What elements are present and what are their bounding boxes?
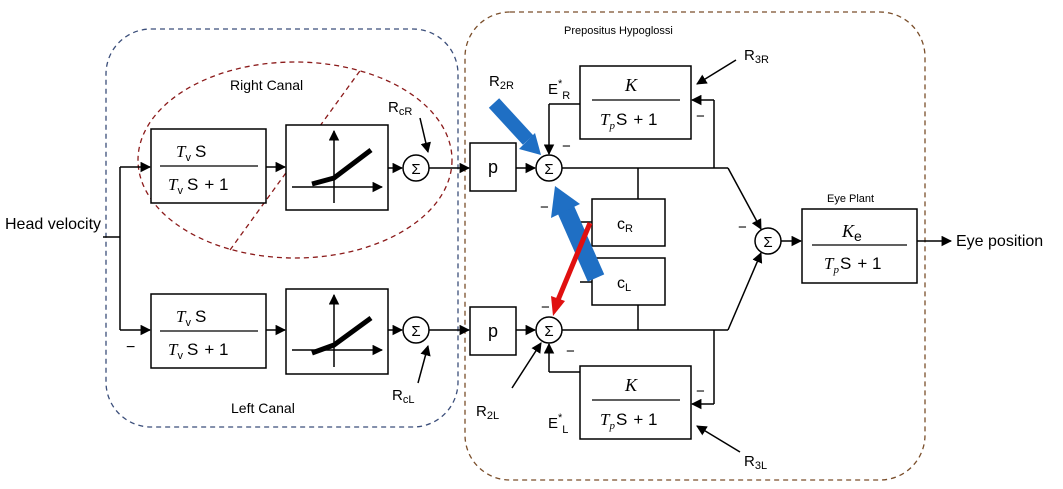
e-star-l-label: E*L xyxy=(548,412,568,436)
cr-label: cR xyxy=(617,216,633,235)
left-ph-sum-symbol: Σ xyxy=(544,323,553,340)
eye-plant-label: Eye Plant xyxy=(827,193,874,205)
canal-region-boundary xyxy=(105,28,459,428)
cl-box xyxy=(591,257,666,306)
right-canal-sum-symbol: Σ xyxy=(411,161,420,178)
right-ph-sum-minus: − xyxy=(540,199,549,216)
right-canal-ellipse xyxy=(137,61,453,259)
left-canal-label: Left Canal xyxy=(231,400,295,416)
prepositus-label: Prepositus Hypoglossi xyxy=(564,25,673,37)
lesion-red-arrow xyxy=(551,222,593,316)
left-p-label: p xyxy=(488,321,498,341)
lower-k-minus: − xyxy=(696,383,705,400)
rcl-label: RcL xyxy=(392,387,414,406)
rcl-arrow xyxy=(417,344,431,384)
rcr-label: RcR xyxy=(388,99,412,118)
left-input-minus: − xyxy=(126,339,135,356)
right-to-eye-sum xyxy=(727,167,762,230)
right-p-label: p xyxy=(488,157,498,177)
left-nonlinearity-curve xyxy=(311,315,373,356)
r2r-blue-arrow xyxy=(488,98,541,155)
cl-label: cL xyxy=(617,275,631,294)
right-nonlinearity-box xyxy=(285,124,389,211)
right-ph-sum-symbol: Σ xyxy=(544,161,553,178)
eye-sum-symbol: Σ xyxy=(763,234,772,251)
eye-plant-box xyxy=(801,208,918,284)
left-p-box xyxy=(469,306,517,356)
lower-k-denominator: TpS+ 1 xyxy=(600,410,657,432)
lower-k-box xyxy=(579,365,692,440)
eye-sum-minus: − xyxy=(738,219,747,236)
upper-k-numerator: K xyxy=(624,75,638,95)
upper-k-denominator: TpS+ 1 xyxy=(600,110,657,132)
eye-position-label: Eye position xyxy=(956,233,1043,250)
r3l-arrow xyxy=(696,425,741,453)
right-canal-label: Right Canal xyxy=(230,77,303,93)
left-ph-sum-minus: − xyxy=(541,299,550,316)
right-p-box xyxy=(469,142,517,192)
left-canal-sum-symbol: Σ xyxy=(411,323,420,340)
r3l-label: R3L xyxy=(744,453,767,472)
eye-plant-numerator: Ke xyxy=(841,221,862,244)
prepositus-region-boundary xyxy=(464,11,926,481)
r3r-label: R3R xyxy=(744,47,769,66)
left-to-eye-sum xyxy=(727,252,763,331)
lower-k-numerator: K xyxy=(624,375,638,395)
r2r-label: R2R xyxy=(489,73,514,92)
rcr-arrow xyxy=(419,117,431,154)
left-ph-sum-minus-lower: − xyxy=(566,343,575,360)
r2l-label: R2L xyxy=(476,403,499,422)
head-velocity-label: Head velocity xyxy=(5,216,101,233)
left-nonlinearity-box xyxy=(285,288,389,375)
upper-k-output-minus: − xyxy=(562,138,571,155)
r2l-arrow xyxy=(511,342,542,389)
cr-box xyxy=(591,198,666,247)
e-star-r-label: E*R xyxy=(548,78,570,102)
eye-plant-denominator: TpS+ 1 xyxy=(824,254,881,276)
r3r-arrow xyxy=(696,59,737,85)
upper-k-minus: − xyxy=(696,108,705,125)
right-nonlinearity-curve xyxy=(311,148,373,187)
